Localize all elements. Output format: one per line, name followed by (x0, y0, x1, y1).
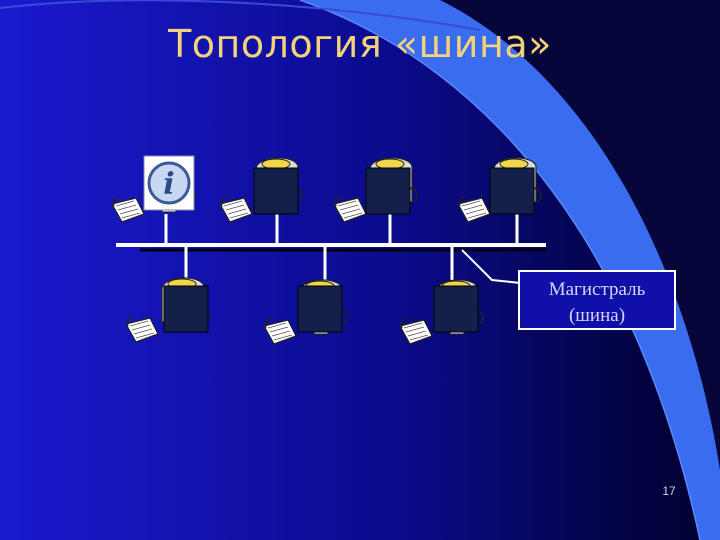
accent-curve-dark (440, 0, 720, 470)
monitor-screen (253, 167, 299, 215)
workstation-top-1: i (111, 155, 196, 223)
workstation-bottom-1 (125, 277, 210, 343)
workstation-top-2 (219, 157, 304, 223)
slide-title: Топология «шина» (168, 22, 552, 66)
workstation-top-4 (457, 157, 542, 223)
top-arc (0, 0, 481, 31)
accent-curve-highlight (299, 0, 701, 540)
page-number: 17 (662, 484, 676, 498)
monitor-screen (297, 285, 343, 333)
callout-line-1: Магистраль (548, 279, 646, 300)
monitor-screen (489, 167, 535, 215)
workstation-top-3 (333, 157, 418, 223)
svg-text:i: i (163, 167, 174, 202)
monitor-screen (433, 285, 479, 333)
callout-pointer (461, 249, 531, 285)
bus-callout: Магистраль (шина) (518, 270, 676, 330)
workstation-bottom-2 (263, 279, 348, 345)
monitor-screen (163, 285, 209, 333)
monitor-screen (365, 167, 411, 215)
info-icon (147, 161, 191, 205)
workstation-bottom-3 (399, 279, 484, 345)
callout-line-2: (шина) (568, 305, 626, 326)
